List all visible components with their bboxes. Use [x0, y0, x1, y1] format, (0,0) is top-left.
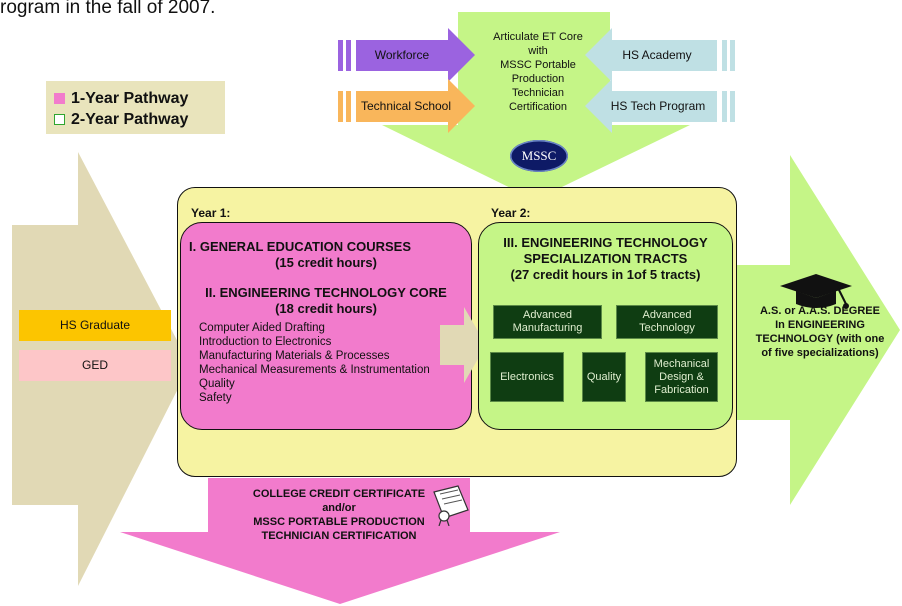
legend-item-1-year: 1-Year Pathway	[54, 88, 225, 109]
core-line: Technician	[512, 87, 564, 99]
tract-quality: Quality	[582, 352, 626, 402]
technical-school-stripes	[338, 91, 351, 122]
hs-academy-stripes	[722, 40, 735, 71]
year-1-panel: I. GENERAL EDUCATION COURSES (15 credit …	[180, 222, 472, 430]
hs-tech-arrow	[585, 79, 717, 133]
degree-text: A.S. or A.A.S. DEGREE In ENGINEERING TEC…	[740, 304, 900, 360]
hs-tech-stripes	[722, 91, 735, 122]
specialization-hours: (27 credit hours in 1of 5 tracts)	[510, 267, 701, 282]
year-1-label: Year 1:	[191, 206, 231, 220]
mssc-logo: MSSC	[510, 140, 568, 172]
specialization-title: III. ENGINEERING TECHNOLOGY	[503, 235, 708, 250]
core-articulation-text: Articulate ET Core with MSSC Portable Pr…	[476, 30, 600, 114]
legend-label: 1-Year Pathway	[71, 89, 189, 107]
core-line: with	[528, 45, 548, 57]
legend-item-2-year: 2-Year Pathway	[54, 109, 225, 130]
gen-ed-hours: (15 credit hours)	[275, 255, 377, 270]
year-2-label: Year 2:	[491, 206, 531, 220]
graduation-cap-icon	[780, 274, 852, 309]
gen-ed-title: I. GENERAL EDUCATION COURSES	[189, 239, 411, 254]
workforce-arrow	[356, 28, 475, 82]
technical-school-label: Technical School	[360, 99, 452, 113]
year-connector-arrow	[440, 307, 486, 383]
workforce-stripes	[338, 40, 351, 71]
course-item: Quality	[199, 378, 235, 390]
hs-academy-arrow	[585, 28, 717, 82]
core-line: Certification	[508, 101, 568, 113]
legend-label: 2-Year Pathway	[71, 110, 189, 128]
degree-line: A.S. or A.A.S. DEGREE	[759, 305, 880, 317]
hs-academy-label: HS Academy	[622, 48, 692, 62]
tract-mechanical-design: Mechanical Design & Fabrication	[645, 352, 718, 402]
hs-tech-program-label: HS Tech Program	[610, 99, 706, 113]
workforce-label: Workforce	[374, 48, 430, 62]
degree-line: TECHNOLOGY (with one	[755, 333, 885, 345]
core-line: Production	[511, 73, 565, 85]
intro-text: rogram in the fall of 2007.	[0, 0, 216, 18]
certificate-line: MSSC PORTABLE PRODUCTION	[253, 516, 425, 528]
core-line: Articulate ET Core	[493, 31, 583, 43]
tract-advanced-manufacturing: Advanced Manufacturing	[493, 305, 602, 339]
hs-graduate-box: HS Graduate	[19, 310, 171, 341]
certificate-line: and/or	[322, 502, 356, 514]
core-line: MSSC Portable	[500, 59, 576, 71]
legend: 1-Year Pathway 2-Year Pathway	[46, 81, 225, 134]
core-hours: (18 credit hours)	[275, 301, 377, 316]
pink-swatch-icon	[54, 93, 65, 104]
degree-arrow	[735, 155, 900, 505]
tract-electronics: Electronics	[490, 352, 564, 402]
course-item: Mechanical Measurements & Instrumentatio…	[199, 364, 430, 376]
certificate-line: COLLEGE CREDIT CERTIFICATE	[252, 488, 426, 500]
certificate-scroll-icon	[433, 485, 469, 526]
technical-school-arrow	[356, 79, 475, 133]
certificate-text: COLLEGE CREDIT CERTIFICATE and/or MSSC P…	[208, 487, 470, 543]
course-item: Introduction to Electronics	[199, 336, 332, 348]
specialization-subtitle: SPECIALIZATION TRACTS	[523, 251, 688, 266]
course-item: Computer Aided Drafting	[199, 322, 325, 334]
course-list: Computer Aided Drafting Introduction to …	[199, 321, 465, 405]
degree-line: In ENGINEERING	[775, 319, 865, 331]
course-item: Manufacturing Materials & Processes	[199, 350, 390, 362]
ged-box: GED	[19, 350, 171, 381]
degree-line: of five specializations)	[761, 347, 879, 359]
core-title: II. ENGINEERING TECHNOLOGY CORE	[205, 285, 447, 300]
green-swatch-icon	[54, 114, 65, 125]
certificate-line: TECHNICIAN CERTIFICATION	[261, 530, 417, 542]
tract-advanced-technology: Advanced Technology	[616, 305, 718, 339]
course-item: Safety	[199, 392, 232, 404]
